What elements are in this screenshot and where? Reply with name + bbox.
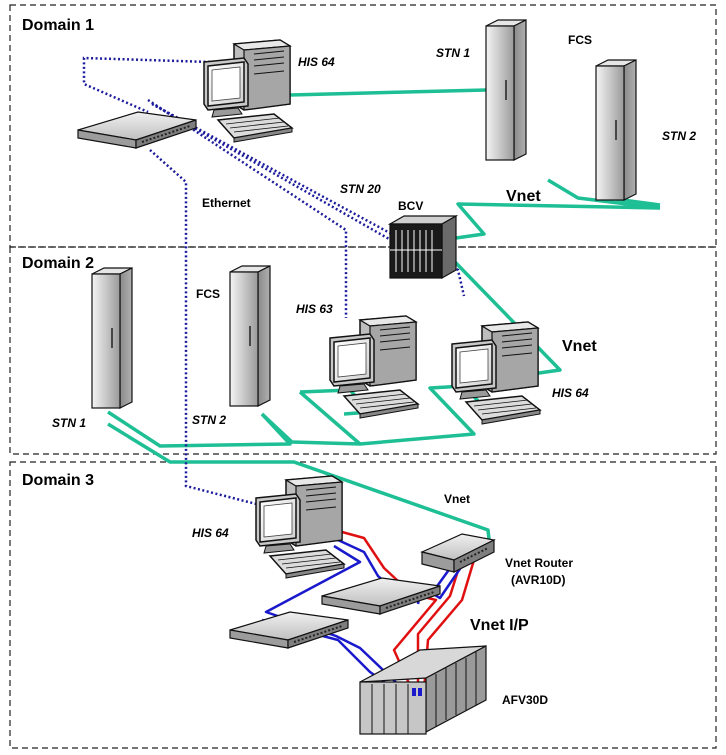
d3-vnet-label: Vnet [444, 492, 470, 506]
d1-bcv-label: BCV [398, 199, 423, 213]
d3-router-label: Vnet Router [505, 556, 573, 570]
d2-his64-label: HIS 64 [552, 386, 589, 400]
d2-stn2-label: STN 2 [192, 413, 226, 427]
vnet-to-router [107, 422, 492, 549]
domain-3-title: Domain 3 [22, 472, 94, 489]
ethernet-d1-to-d2-his64b [155, 104, 466, 297]
d2-fcs-label: FCS [196, 287, 220, 301]
domain-3-frame [9, 461, 717, 749]
d1-ethernet-switch [77, 111, 197, 149]
d1-stn1-label: STN 1 [436, 46, 470, 60]
domain-2-frame [9, 246, 717, 455]
d2-his63-label: HIS 63 [296, 302, 333, 316]
vnet-bcv-to-d2-his64 [453, 260, 562, 376]
d1-fcs-label: FCS [568, 33, 592, 47]
vnet-d1-bus-to-bcv [455, 202, 661, 240]
domain-1-title: Domain 1 [22, 17, 94, 34]
vnet-d1-stn1-to-bus [547, 178, 661, 210]
d3-switch-lower [229, 611, 349, 649]
d3-switch-upper [321, 577, 441, 615]
d1-vnet-label: Vnet [506, 188, 541, 205]
d2-vnet-label: Vnet [562, 338, 597, 355]
d2-his64-workstation [451, 321, 541, 425]
d2-stn1-label: STN 1 [52, 416, 86, 430]
d2-stn2-cabinet [229, 265, 271, 407]
domain-2-title: Domain 2 [22, 255, 94, 272]
d2-his63-workstation [329, 315, 419, 419]
d3-afv30d-label: AFV30D [502, 693, 548, 707]
d1-his64-workstation [203, 39, 293, 143]
d1-stn1-cabinet [485, 19, 527, 161]
d3-router-model-label: (AVR10D) [511, 573, 565, 587]
d2-stn1-cabinet [91, 267, 133, 409]
vnet-d1-his-to-stn1 [289, 88, 487, 97]
bcv-unit [387, 214, 459, 280]
ethernet-to-d3 [149, 149, 265, 508]
d3-his64-workstation [255, 475, 345, 579]
d1-stn2-label: STN 2 [662, 129, 696, 143]
d1-stn2-cabinet [595, 59, 637, 201]
afv30d-controller [359, 645, 487, 735]
d1-his64-label: HIS 64 [298, 55, 335, 69]
vnet-router [420, 533, 496, 573]
ethernet-his-loop [82, 56, 211, 114]
d1-ethernet-label: Ethernet [202, 196, 251, 210]
vnet-d2-stn2 [260, 390, 362, 446]
d1-stn20-label: STN 20 [340, 182, 381, 196]
d3-his64-label: HIS 64 [192, 526, 229, 540]
d3-vnetip-label: Vnet I/P [470, 617, 529, 634]
